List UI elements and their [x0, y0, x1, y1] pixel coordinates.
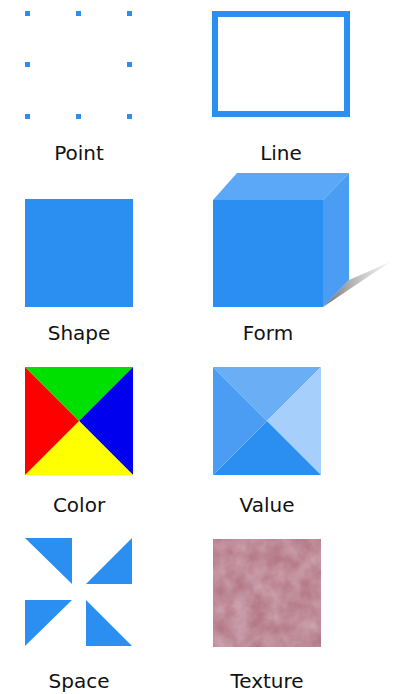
caption-label: Value — [240, 493, 295, 517]
caption-label: Shape — [48, 321, 111, 345]
caption-label: Point — [54, 141, 104, 165]
caption-label: Texture — [230, 669, 303, 693]
texture-square — [213, 539, 321, 647]
space-triangles — [25, 538, 132, 646]
caption-label: Line — [260, 141, 302, 165]
form-cube — [213, 173, 390, 307]
caption-label: Form — [243, 321, 293, 345]
point-dots — [25, 11, 132, 119]
caption-label: Color — [53, 493, 105, 517]
shape-square — [25, 199, 133, 307]
line-square — [215, 14, 347, 114]
value-square — [213, 367, 321, 475]
caption-label: Space — [49, 669, 110, 693]
color-square — [25, 367, 133, 475]
